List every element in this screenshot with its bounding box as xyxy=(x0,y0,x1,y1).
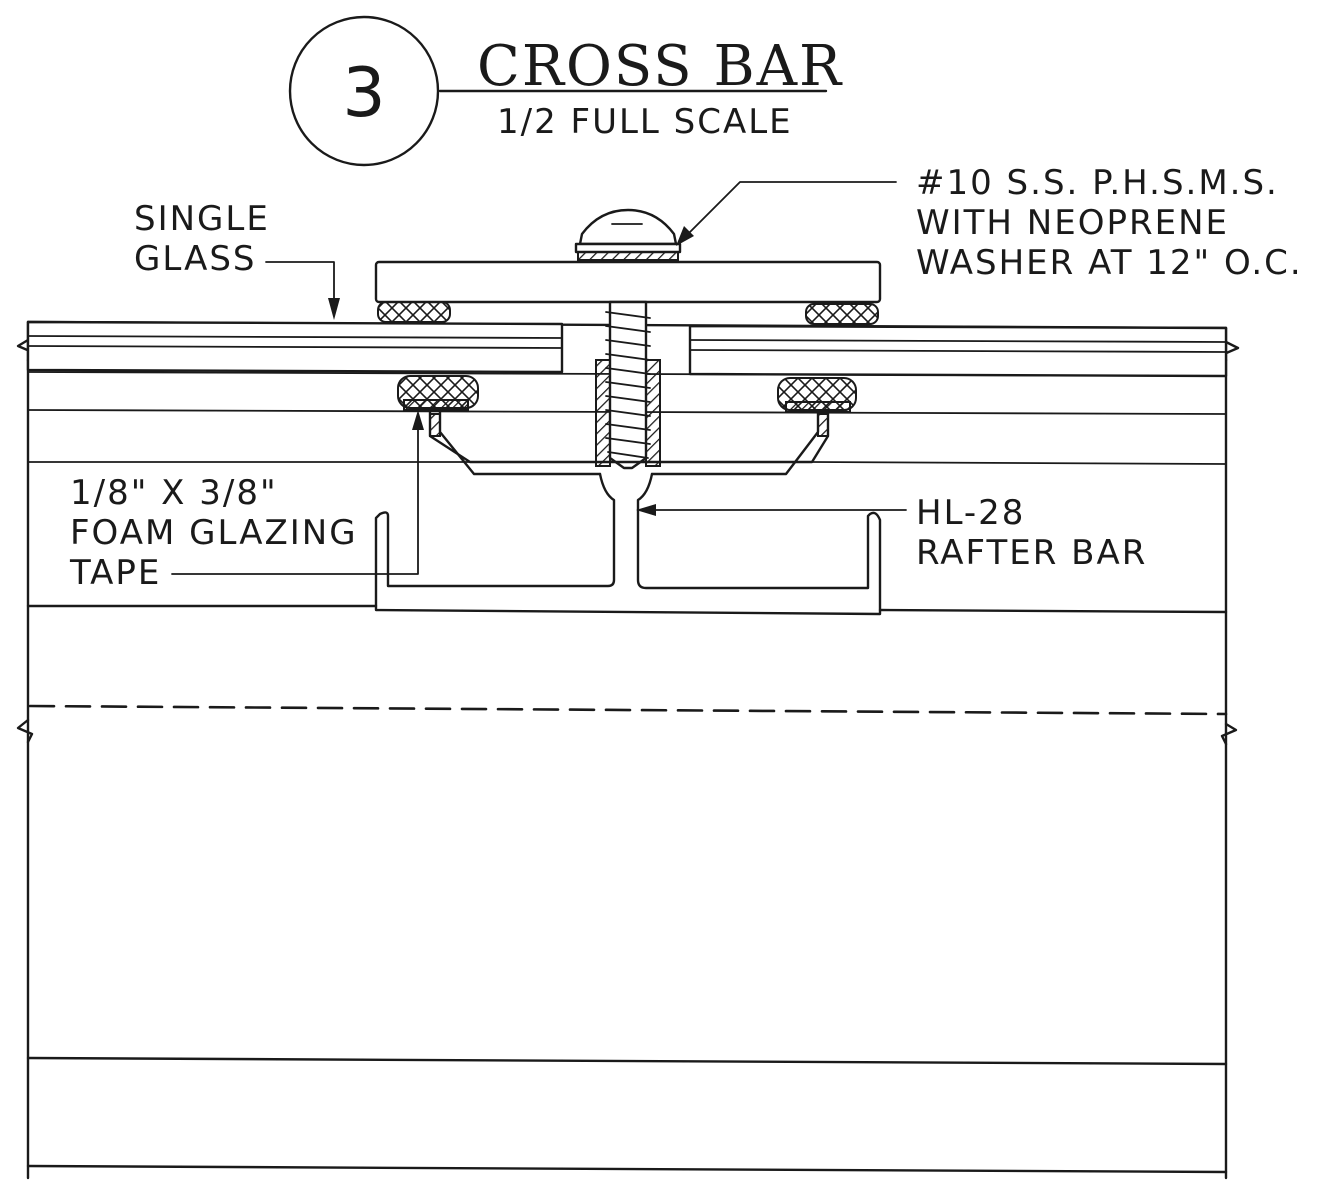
svg-text:GLASS: GLASS xyxy=(134,239,257,279)
detail-title: CROSS BAR xyxy=(477,34,843,99)
label-rafter-bar: HL-28 RAFTER BAR xyxy=(916,493,1147,573)
label-foam-glazing-tape: 1/8" X 3/8" FOAM GLAZING TAPE xyxy=(69,473,358,593)
svg-text:WITH NEOPRENE: WITH NEOPRENE xyxy=(916,203,1229,243)
detail-scale: 1/2 FULL SCALE xyxy=(497,102,793,142)
svg-text:WASHER AT 12" O.C.: WASHER AT 12" O.C. xyxy=(916,243,1303,283)
pressure-cap xyxy=(374,260,882,304)
svg-text:FOAM GLAZING: FOAM GLAZING xyxy=(70,513,358,553)
hidden-line xyxy=(28,704,1228,716)
svg-text:RAFTER BAR: RAFTER BAR xyxy=(916,533,1147,573)
single-glass-panes xyxy=(26,320,1228,378)
svg-text:1/8" X 3/8": 1/8" X 3/8" xyxy=(70,473,278,513)
label-single-glass: SINGLE GLASS xyxy=(134,199,270,279)
screw xyxy=(574,208,682,470)
svg-text:TAPE: TAPE xyxy=(69,553,161,593)
foam-glazing-tape xyxy=(377,301,879,413)
detail-number-circle xyxy=(288,15,440,167)
label-screw: #10 S.S. P.H.S.M.S. WITH NEOPRENE WASHER… xyxy=(916,163,1303,283)
svg-text:SINGLE: SINGLE xyxy=(134,199,270,239)
svg-text:HL-28: HL-28 xyxy=(916,493,1025,533)
detail-title-block: 3 CROSS BAR 1/2 FULL SCALE xyxy=(288,15,843,167)
detail-number: 3 xyxy=(342,54,385,133)
leader-lines xyxy=(171,181,907,575)
svg-text:#10 S.S. P.H.S.M.S.: #10 S.S. P.H.S.M.S. xyxy=(916,163,1279,203)
hl-28-rafter-bar xyxy=(374,408,882,616)
